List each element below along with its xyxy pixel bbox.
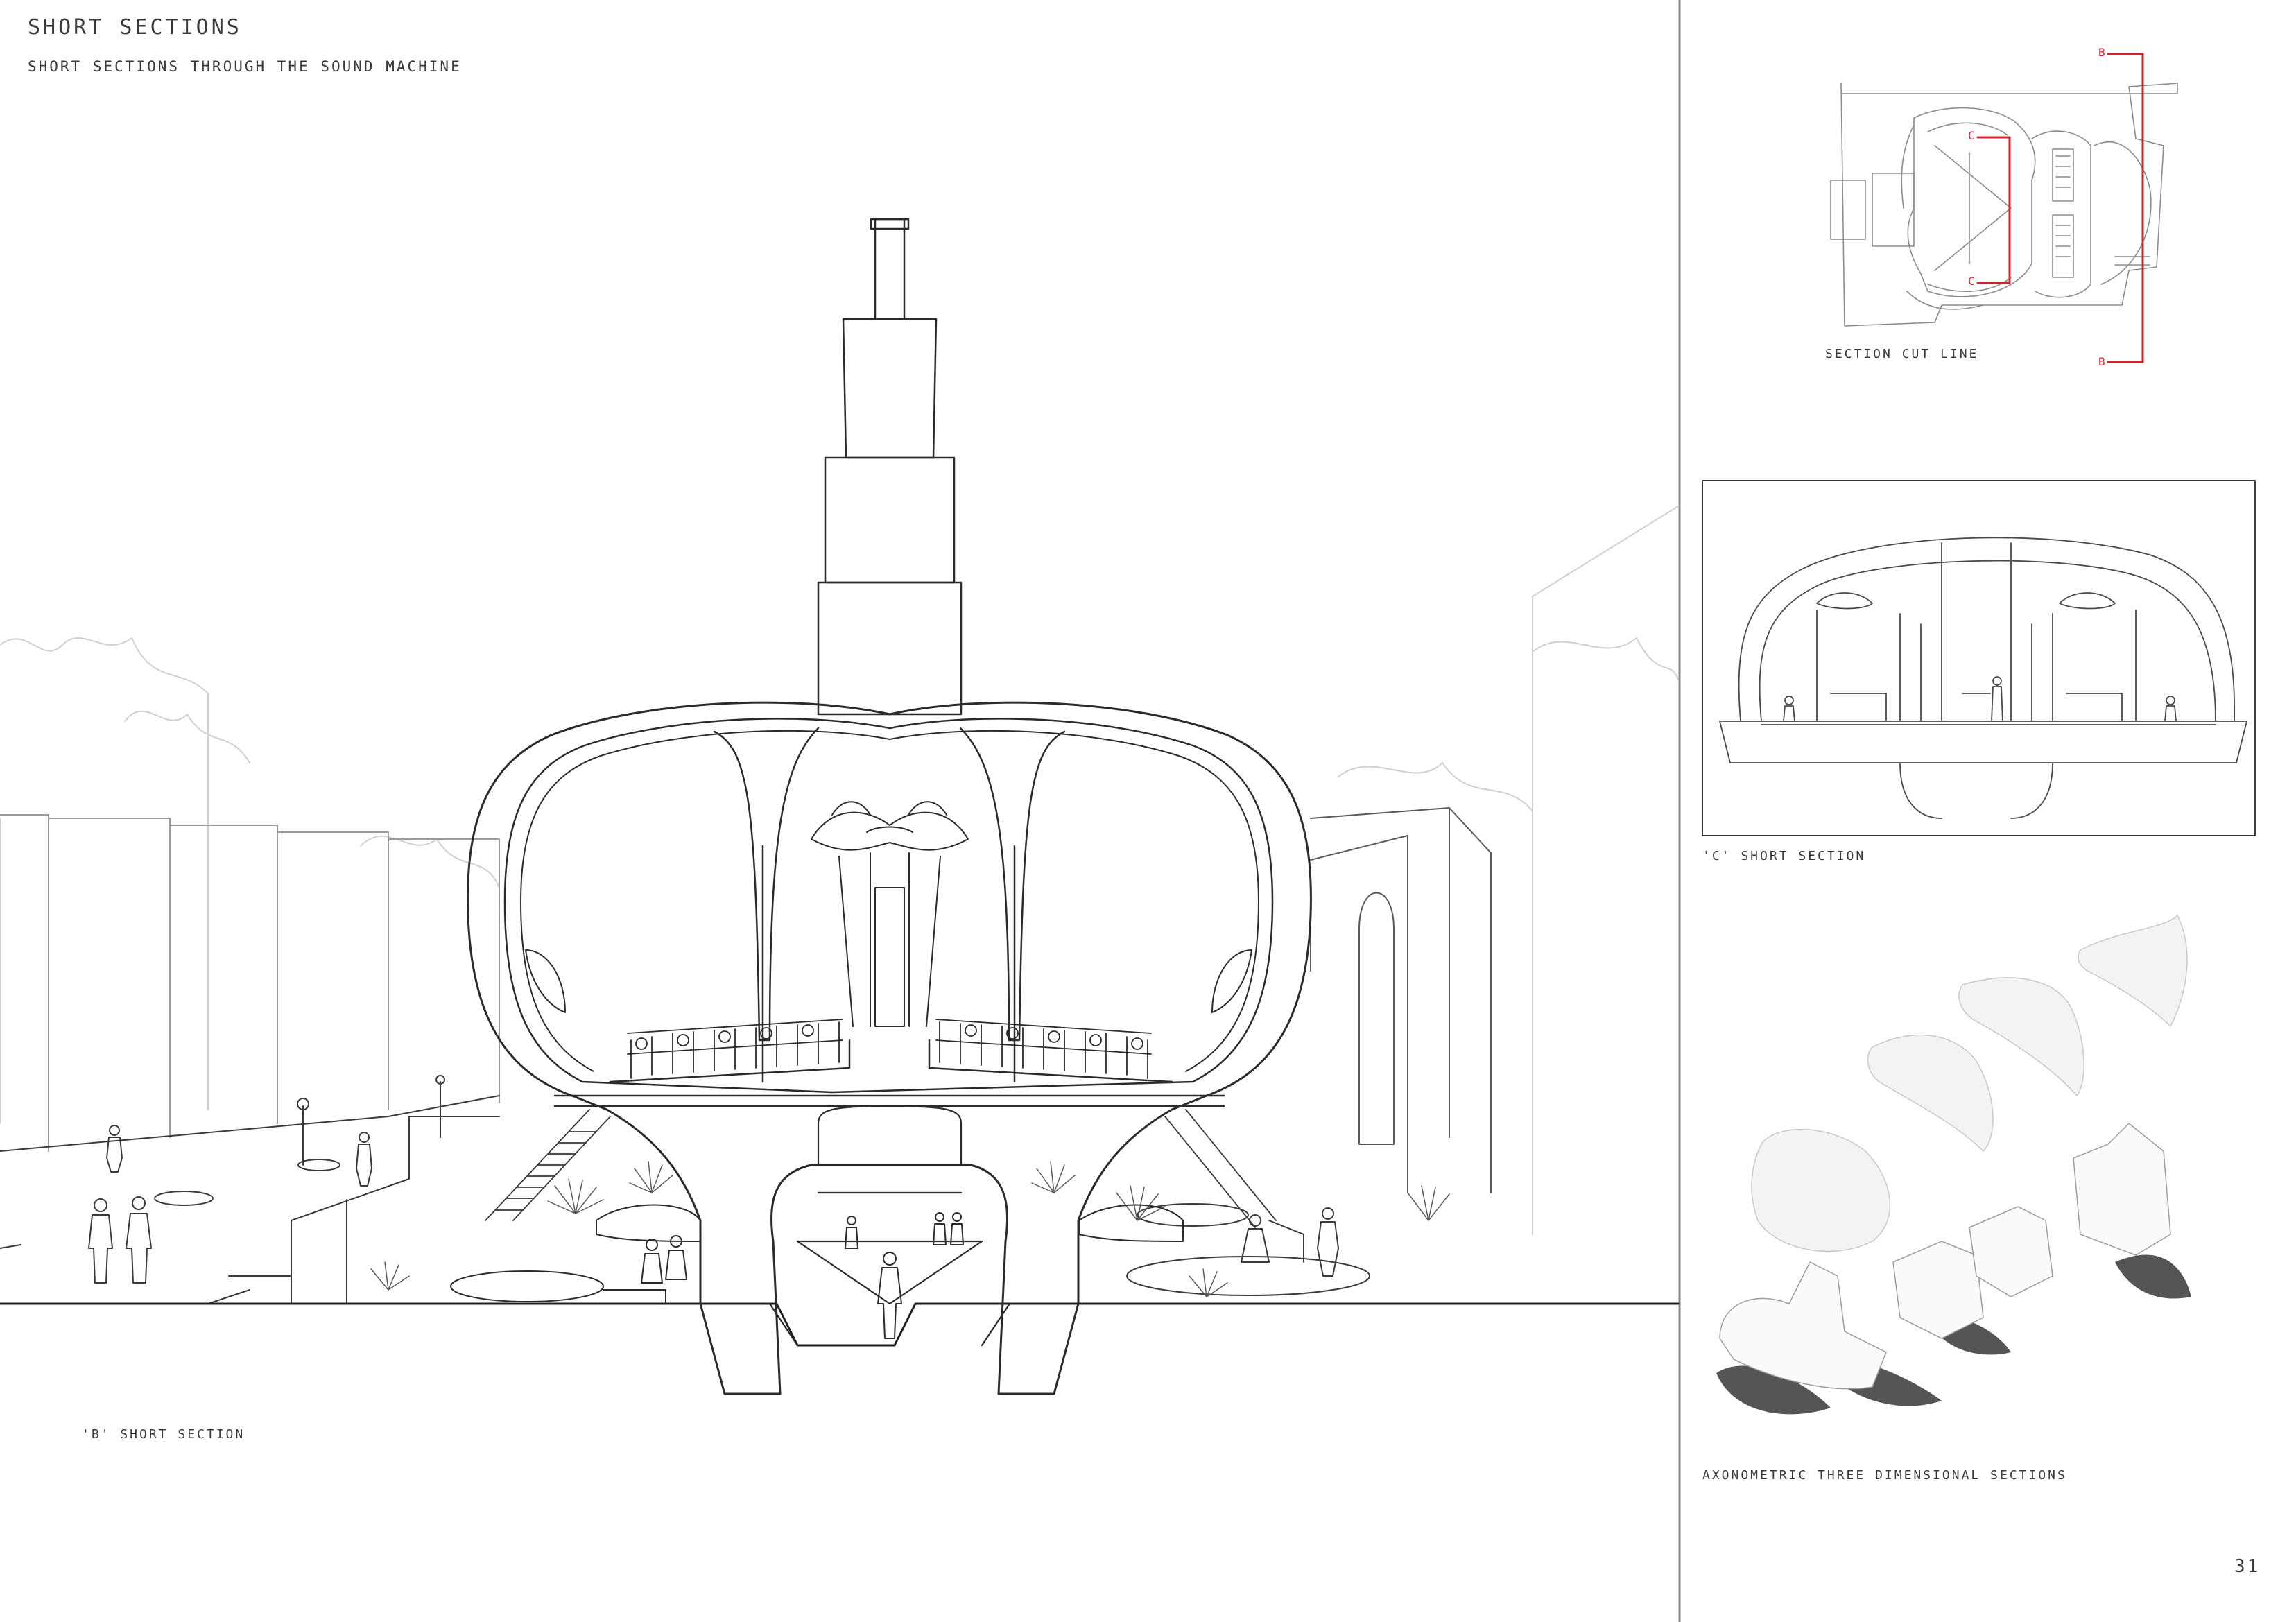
inner-shell-lining-left (520, 730, 890, 1072)
left-porthole (525, 949, 566, 1013)
person-icon (126, 1196, 152, 1284)
people-left (88, 1125, 372, 1284)
tower (817, 218, 963, 716)
marker-c-top: C (1968, 129, 1975, 142)
left-courtyard (0, 1075, 500, 1304)
c-section-frame (1702, 480, 2256, 836)
sheet-subtitle: SHORT SECTIONS THROUGH THE SOUND MACHINE (28, 58, 462, 75)
planting (370, 1161, 1450, 1297)
marker-c-bottom: C (1968, 275, 1975, 288)
caption-axonometric: AXONOMETRIC THREE DIMENSIONAL SECTIONS (1702, 1468, 2067, 1483)
person-icon (1241, 1214, 1270, 1263)
person-icon (933, 1212, 947, 1245)
person-icon (88, 1198, 113, 1284)
page-number: 31 (2234, 1556, 2261, 1577)
lower-entrance (768, 1105, 1011, 1347)
ground-line (0, 1302, 1680, 1347)
audience-seating (627, 1019, 1152, 1079)
sheet-title: SHORT SECTIONS (28, 15, 242, 40)
axo-slice-1 (1719, 1261, 1887, 1390)
left-buildings (0, 814, 500, 1152)
right-staircase (1164, 1109, 1277, 1228)
caption-c-section: 'C' SHORT SECTION (1702, 849, 1866, 863)
axo-shell-2 (1867, 1034, 1994, 1152)
caption-section-cut: SECTION CUT LINE (1825, 347, 1979, 361)
c-section-acoustic-left (1816, 592, 1873, 610)
axo-slices (1719, 1123, 2171, 1390)
section-cut-plan (1830, 53, 2178, 363)
sound-machine-inner-shell (503, 718, 1274, 1094)
person-icon (1317, 1207, 1339, 1277)
marker-b-top: B (2098, 46, 2105, 59)
sound-machine-outer-shell (467, 701, 1312, 1395)
person-icon (665, 1235, 687, 1280)
people-lower (641, 1212, 964, 1339)
axo-shell-4 (2078, 915, 2188, 1027)
axo-slice-4 (2073, 1123, 2171, 1256)
background-context (0, 506, 1679, 1235)
axo-slice-3 (1969, 1206, 2053, 1297)
right-porthole (1211, 949, 1252, 1013)
tree-columns (713, 727, 1066, 1083)
axo-shells (1751, 915, 2188, 1252)
right-ruin-building (1310, 807, 1492, 1193)
person-icon (641, 1239, 663, 1284)
axo-slice-2 (1892, 1241, 1984, 1339)
axonometric-sections (1716, 915, 2191, 1415)
axo-shell-1 (1751, 1128, 1891, 1252)
floor-plan-outline (1830, 83, 2178, 327)
caption-b-section: 'B' SHORT SECTION (82, 1427, 245, 1442)
right-courtyard (1126, 1203, 1370, 1296)
left-staircase (485, 1109, 611, 1221)
person-icon (106, 1125, 123, 1173)
lower-planters (450, 1204, 1184, 1304)
c-short-section-drawing (1702, 480, 2256, 836)
person-icon (950, 1212, 964, 1245)
section-cut-markers (1976, 53, 2144, 363)
person-icon (356, 1132, 372, 1187)
auditorium-floor (553, 1039, 1225, 1107)
inner-shell-lining-right (889, 730, 1259, 1072)
c-section-acoustic-right (2059, 592, 2116, 610)
person-icon (845, 1216, 858, 1249)
marker-b-bottom: B (2098, 355, 2105, 368)
b-short-section-drawing (0, 218, 1680, 1395)
cut-line-b (2107, 53, 2144, 363)
person-icon (877, 1252, 902, 1339)
cut-line-c (1976, 136, 2011, 284)
axo-shell-3 (1958, 977, 2084, 1096)
acoustic-chandelier (811, 801, 969, 1027)
